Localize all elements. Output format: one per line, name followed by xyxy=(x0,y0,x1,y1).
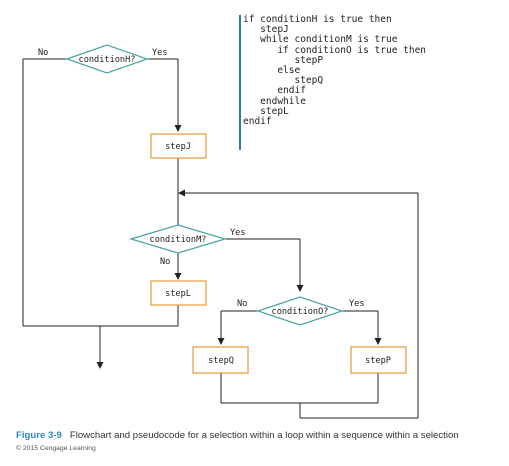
pseudocode: if conditionH is true then stepJ while c… xyxy=(243,14,427,128)
caption-text: Flowchart and pseudocode for a selection… xyxy=(69,430,459,441)
h-no-label: No xyxy=(38,48,48,58)
code-line: stepP xyxy=(243,54,324,66)
h-yes-label: Yes xyxy=(152,48,168,58)
decision-o-label: conditionO? xyxy=(272,307,329,317)
code-line: stepL xyxy=(243,105,289,117)
process-p-label: stepP xyxy=(365,356,391,366)
m-no-label: No xyxy=(160,257,170,267)
code-line: endwhile xyxy=(243,95,306,107)
o-no-label: No xyxy=(237,299,247,309)
m-yes-label: Yes xyxy=(230,228,246,238)
process-j-label: stepJ xyxy=(165,142,191,152)
o-yes-label: Yes xyxy=(349,299,365,309)
process-q-box xyxy=(192,346,249,374)
decision-m-diamond xyxy=(128,224,228,254)
code-line: stepJ xyxy=(243,24,289,36)
decision-h-diamond xyxy=(65,44,149,74)
copyright-credit: © 2015 Cengage Learning xyxy=(16,445,96,452)
decision-o-diamond xyxy=(256,296,344,326)
code-line: if conditionO is true then xyxy=(243,44,427,56)
code-line: else xyxy=(243,65,301,77)
process-p-box xyxy=(350,346,407,374)
code-line: endif xyxy=(243,85,306,97)
process-l-box xyxy=(150,280,207,306)
figure-number: Figure 3-9 xyxy=(16,430,62,441)
decision-h-label: conditionH? xyxy=(79,55,136,65)
code-line: if conditionH is true then xyxy=(243,14,392,25)
code-line: while conditionM is true xyxy=(243,34,398,46)
process-j-box xyxy=(150,133,207,159)
process-l-label: stepL xyxy=(165,289,191,299)
code-line: endif xyxy=(243,116,272,128)
code-line: stepQ xyxy=(243,75,324,87)
process-q-label: stepQ xyxy=(208,356,234,366)
figure-caption: Figure 3-9 Flowchart and pseudocode for … xyxy=(16,430,506,441)
decision-m-label: conditionM? xyxy=(150,235,207,245)
